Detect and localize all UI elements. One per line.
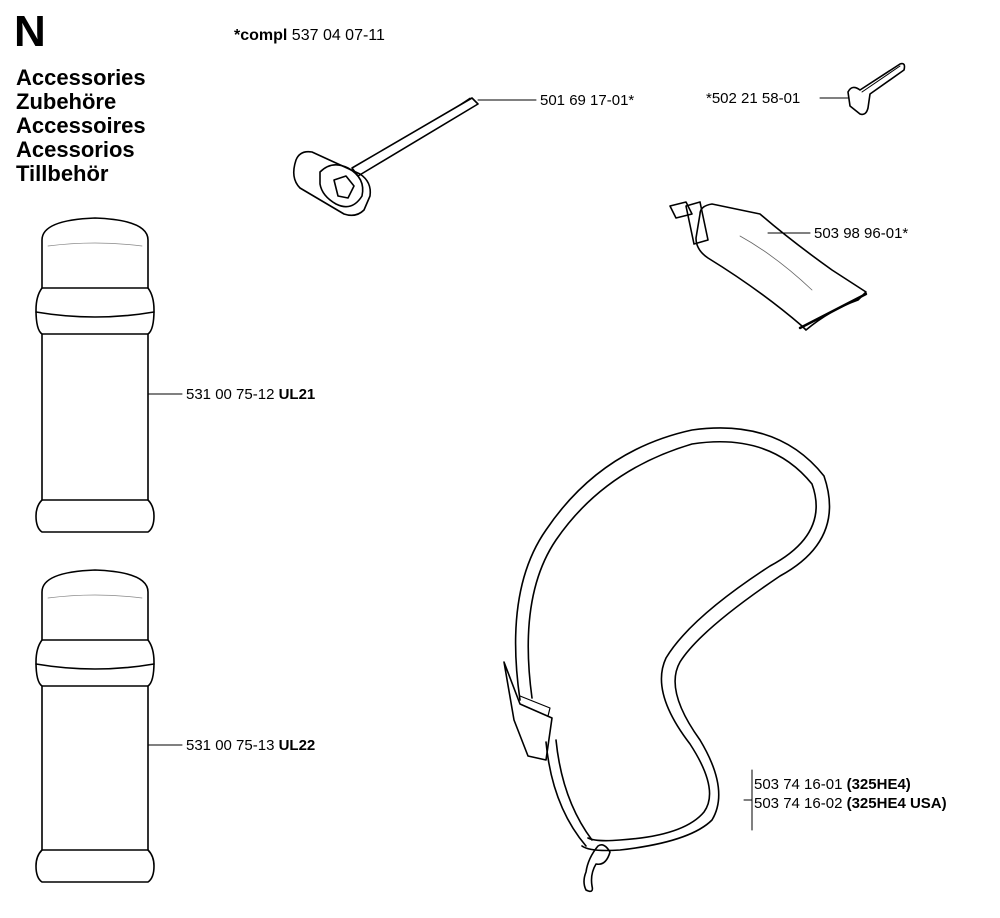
harness-1-number: 503 74 16-01 xyxy=(754,776,843,793)
part-number-hex-key: *502 21 58-01 xyxy=(706,90,801,107)
compl-kit-number: *compl 537 04 07-11 xyxy=(234,27,385,45)
spray-can-icon xyxy=(35,569,155,883)
part-number-can-1: 531 00 75-12 UL21 xyxy=(186,386,315,403)
part-number-harness-2: 503 74 16-02 (325HE4 USA) xyxy=(754,795,947,812)
grease-tube-icon xyxy=(669,201,868,331)
title-es: Acessorios xyxy=(16,137,135,162)
hex-key-icon xyxy=(847,62,906,116)
harness-2-number: 503 74 16-02 xyxy=(754,795,843,812)
part-number-spanner: 501 69 17-01* xyxy=(540,92,635,109)
harness-1-model: (325HE4) xyxy=(846,776,911,793)
compl-prefix: *compl xyxy=(234,27,288,44)
title-fr: Accessoires xyxy=(16,113,146,138)
can-1-number: 531 00 75-12 xyxy=(186,386,275,403)
part-number-can-2: 531 00 75-13 UL22 xyxy=(186,737,315,754)
shoulder-strap-icon xyxy=(503,427,831,893)
compl-number: 537 04 07-11 xyxy=(291,27,385,44)
part-number-grease-tube: 503 98 96-01* xyxy=(814,225,909,242)
spray-can-icon xyxy=(35,217,155,533)
title-de: Zubehöre xyxy=(16,89,117,114)
title-sv: Tillbehör xyxy=(16,161,109,186)
title-en: Accessories xyxy=(16,65,146,90)
can-2-code: UL22 xyxy=(278,737,316,754)
part-number-harness-1: 503 74 16-01 (325HE4) xyxy=(754,776,911,793)
combination-spanner-icon xyxy=(292,97,479,217)
can-1-code: UL21 xyxy=(278,386,316,403)
section-titles: Accessories Zubehöre Accessoires Acessor… xyxy=(16,66,146,186)
harness-2-model: (325HE4 USA) xyxy=(846,795,947,812)
can-2-number: 531 00 75-13 xyxy=(186,737,275,754)
section-letter: N xyxy=(14,7,46,56)
